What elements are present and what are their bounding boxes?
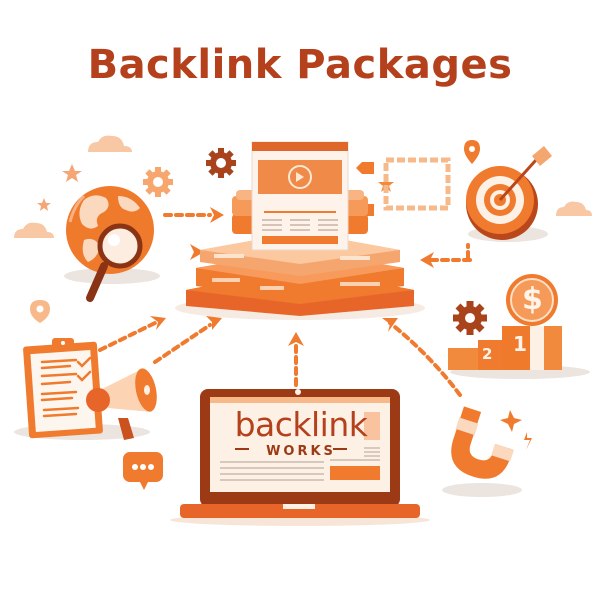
webpage-icon (251, 141, 349, 251)
laptop-icon (170, 389, 430, 526)
location-badge-icon (30, 300, 50, 323)
target-icon (466, 146, 552, 242)
page-title: Backlink Packages (87, 42, 513, 88)
location-pin-icon (464, 140, 480, 164)
laptop-brand-text: backlink (234, 405, 368, 444)
laptop-sub-text: WORKS (266, 444, 336, 459)
webpage-frame-icon (356, 157, 451, 216)
podium-second-label: 2 (482, 345, 493, 363)
megaphone-icon (86, 368, 157, 440)
cloud-icon (14, 135, 592, 238)
arrow-icon (150, 207, 434, 346)
podium-first-label: 1 (513, 332, 527, 356)
gear-icon (143, 167, 173, 197)
star-icon (378, 176, 394, 192)
clipboard-checklist-icon (14, 338, 150, 440)
magnifier-icon (86, 223, 143, 302)
gear-icon (206, 148, 236, 178)
chat-bubble-icon (123, 452, 163, 490)
coin-dollar-symbol: $ (522, 282, 543, 317)
coin-dollar-icon (506, 274, 558, 326)
magnet-icon (442, 406, 532, 497)
gear-icon (453, 301, 487, 335)
arrow-icon (98, 213, 472, 397)
podium-icon (448, 326, 590, 379)
star-icon (37, 164, 82, 211)
